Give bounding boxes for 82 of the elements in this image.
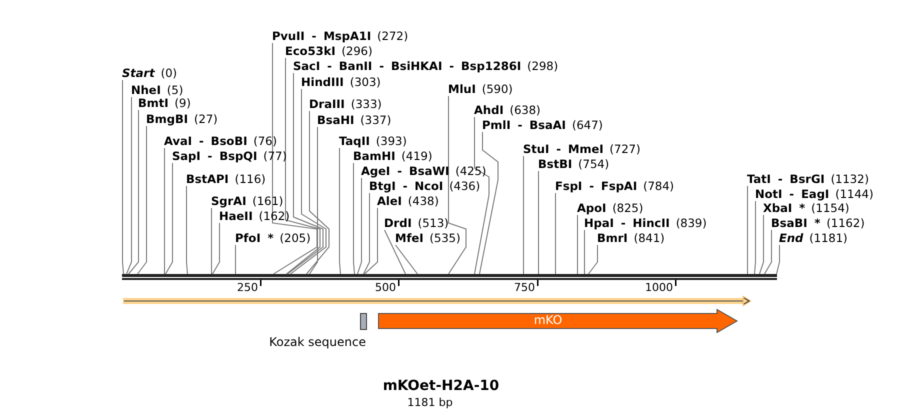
enzyme-site-label: PfoI * (205) (235, 231, 311, 245)
enzyme-site-label: NheI (5) (131, 83, 184, 97)
feature-arrow: mKO (378, 309, 738, 333)
leader-line (309, 126, 318, 274)
scale-label: 500 (375, 281, 396, 294)
enzyme-site-label: NotI - EagI (1144) (755, 187, 874, 201)
enzyme-site-label: PmlI - BsaAI (647) (482, 118, 603, 132)
enzyme-site-label: BstBI (754) (538, 157, 610, 171)
leader-line (523, 156, 524, 274)
scale-label: 1000 (645, 281, 673, 294)
enzyme-site-label: HindIII (303) (301, 75, 381, 89)
leader-line (287, 72, 324, 274)
leader-line (306, 110, 330, 274)
leader-line (395, 244, 418, 274)
enzyme-site-label: BtgI - NcoI (436) (369, 179, 480, 193)
leader-line (272, 42, 318, 274)
leader-line (474, 116, 490, 274)
leader-line (165, 162, 173, 274)
enzyme-site-label: Start (0) (122, 66, 178, 80)
enzyme-site-label: XbaI * (1154) (763, 201, 850, 215)
leader-line (759, 214, 764, 274)
leader-line (448, 96, 466, 274)
leader-line (212, 222, 220, 274)
enzyme-site-label: BsaBI * (1162) (771, 216, 865, 230)
enzyme-site-label: FspI - FspAI (784) (555, 179, 674, 193)
leader-line (186, 186, 188, 274)
leader-line (290, 88, 326, 274)
feature-label: Kozak sequence (269, 335, 366, 350)
enzyme-site-label: ApoI (825) (577, 201, 644, 215)
enzyme-site-label: BmtI (9) (138, 96, 191, 110)
enzyme-site-label: BamHI (419) (353, 149, 432, 163)
leader-line (588, 244, 598, 274)
enzyme-site-label: MluI (590) (448, 82, 513, 96)
enzyme-site-label: BsaHI (337) (317, 113, 392, 127)
leader-line (479, 132, 498, 274)
leader-line (211, 208, 212, 274)
scale-label: 250 (237, 281, 258, 294)
enzyme-site-label: PvuII - MspA1I (272) (272, 29, 408, 43)
leader-line (363, 192, 370, 274)
enzyme-site-label: SapI - BspQI (77) (172, 149, 287, 163)
leader-line (357, 178, 362, 274)
enzyme-site-label: BmgBI (27) (146, 112, 218, 126)
enzyme-site-label: HpaI - HincII (839) (584, 216, 707, 230)
leader-line (747, 186, 748, 274)
enzyme-site-label: HaeII (162) (219, 209, 290, 223)
leader-line (754, 200, 756, 274)
leader-line (353, 162, 355, 274)
enzyme-site-label: MfeI (535) (395, 231, 460, 245)
enzyme-site-label: TatI - BsrGI (1132) (747, 172, 869, 186)
enzyme-site-label: AhdI (638) (474, 103, 541, 117)
leader-line (128, 110, 139, 274)
enzyme-site-label: Eco53kI (296) (285, 44, 372, 58)
leader-line (122, 80, 124, 274)
leader-line (339, 148, 341, 274)
enzyme-site-label: AgeI - BsaWI (425) (361, 164, 486, 178)
enzyme-site-label: StuI - MmeI (727) (523, 142, 640, 156)
scale-label: 750 (514, 281, 535, 294)
enzyme-site-label: AleI (438) (377, 194, 439, 208)
leader-line (776, 244, 780, 274)
leader-line (364, 208, 378, 274)
enzyme-site-label: SacI - BanII - BsiHKAI - Bsp1286I (298) (293, 59, 558, 73)
leader-line (235, 244, 236, 274)
sequence-length: 1181 bp (406, 396, 454, 409)
leader-line (126, 96, 132, 274)
leader-line (285, 58, 320, 274)
leader-line (764, 230, 772, 274)
leader-line (137, 126, 147, 274)
enzyme-site-label: DrdI (513) (384, 216, 449, 230)
leader-line (384, 230, 406, 274)
leader-line (538, 170, 539, 274)
enzyme-site-label: TaqII (393) (339, 134, 407, 148)
enzyme-site-label: SgrAI (161) (211, 194, 284, 208)
enzyme-site-label: BmrI (841) (597, 231, 665, 245)
enzyme-site-label: BstAPI (116) (186, 172, 266, 186)
enzyme-site-label: DraIII (333) (309, 97, 382, 111)
enzyme-site-label: AvaI - BsoBI (76) (164, 134, 277, 148)
leader-line (577, 214, 578, 274)
leader-line (164, 148, 165, 274)
leader-line (555, 192, 556, 274)
map-title: mKOet-H2A-10 (382, 378, 500, 395)
enzyme-site-label: End (1181) (779, 231, 848, 245)
leader-line (584, 230, 585, 274)
